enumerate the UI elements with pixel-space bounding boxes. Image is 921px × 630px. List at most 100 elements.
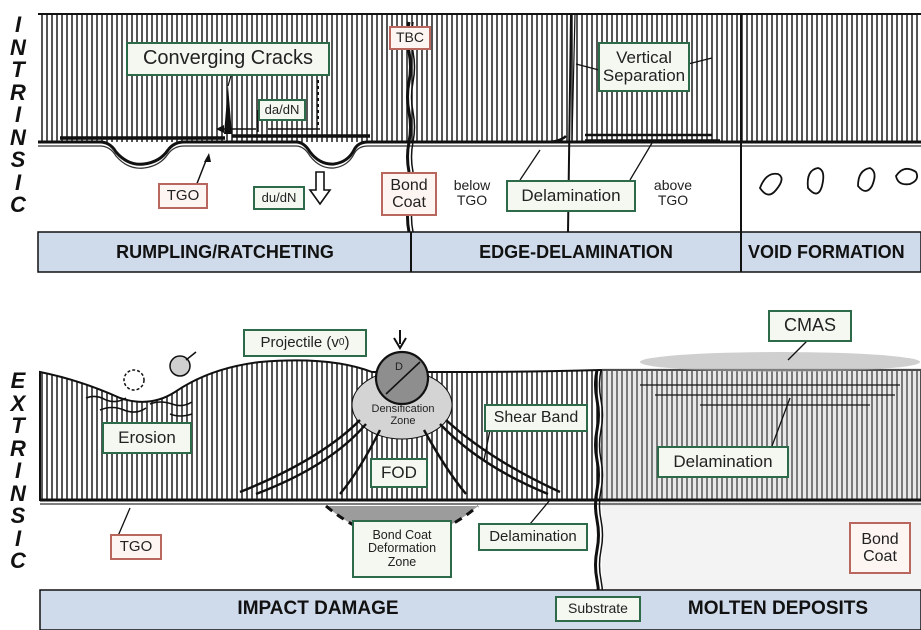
side-letter: X	[10, 390, 26, 416]
side-letter: C	[10, 192, 26, 217]
bond-coat-line2: Coat	[392, 194, 426, 211]
side-letter: I	[14, 525, 22, 551]
above-line1: above	[653, 177, 693, 193]
delam-pointer-r	[629, 142, 653, 181]
projectile-diameter	[385, 361, 421, 395]
rumpling-tgo-line	[38, 140, 921, 166]
shear-band-label: Shear Band	[484, 404, 588, 432]
cmas-ellipse	[640, 352, 920, 372]
bcd-line2: Deformation	[367, 541, 437, 556]
tgo-label-bottom: TGO	[110, 534, 162, 560]
densification-line1: Densification	[371, 403, 435, 415]
side-letter: I	[14, 102, 22, 127]
bcd-line3: Zone	[387, 554, 417, 569]
side-letter: S	[10, 503, 26, 528]
shear-band-pointer	[483, 429, 491, 461]
tgo-pointer-head	[204, 153, 211, 162]
edge-vertical-crack-2	[571, 13, 576, 141]
da-dn-label: da/dN	[258, 99, 306, 121]
bond-coat-line1: Bond	[390, 176, 428, 194]
bond-coat-label: Bond Coat	[381, 172, 437, 216]
top-tbc-columns	[38, 14, 921, 142]
bottom-divider	[594, 369, 600, 611]
densification-zone-label: Densification Zone	[358, 403, 448, 427]
side-letter: E	[10, 368, 26, 393]
du-dn-arrow	[308, 171, 332, 206]
bottom-band	[39, 589, 921, 630]
delamination-label-top: Delamination	[506, 180, 636, 212]
top-band	[37, 231, 921, 273]
delam-pointer-2	[529, 499, 551, 525]
top-divider-1b	[410, 21, 416, 263]
tgo-pointer	[195, 157, 208, 187]
eroded-particle-1	[123, 369, 145, 391]
side-letter: S	[10, 147, 26, 172]
side-letter: N	[10, 124, 26, 150]
vertical-sep-pointer-r	[687, 57, 713, 65]
below-line1: below	[453, 177, 491, 193]
above-line2: TGO	[657, 191, 689, 208]
projectile-paren: )	[344, 333, 350, 351]
projectile-arrow	[393, 330, 407, 350]
side-letter: R	[10, 79, 26, 105]
delam-pointer-3	[771, 397, 791, 447]
molten-band-label: MOLTEN DEPOSITS	[687, 598, 869, 619]
bond-coat-label-bottom: Bond Coat	[849, 522, 911, 574]
edge-band-label: EDGE-DELAMINATION	[479, 242, 673, 262]
rumpling-band-label: RUMPLING/RATCHETING	[116, 242, 334, 262]
bottom-divider-b	[598, 369, 604, 611]
tbc-label: TBC	[389, 26, 431, 50]
projectile-d-label: D	[395, 361, 403, 373]
erosion-arrow	[185, 351, 197, 361]
void-2	[806, 167, 825, 195]
delamination-label-impact: Delamination	[478, 523, 588, 551]
void-1	[758, 172, 783, 196]
projectile-subscript: 0	[338, 336, 345, 348]
edge-delam-left	[416, 135, 567, 144]
densification-line2: Zone	[390, 414, 416, 427]
side-letter: T	[11, 57, 25, 82]
substrate-label: Substrate	[555, 596, 641, 622]
cmas-label: CMAS	[768, 310, 852, 342]
bond-coat-deformation-label: Bond Coat Deformation Zone	[352, 520, 452, 578]
cmas-pointer	[787, 339, 809, 361]
vertical-line2: Separation	[602, 66, 686, 85]
bcd-line1: Bond Coat	[372, 527, 432, 542]
extrinsic-side-label: E X T R I N S I C	[6, 368, 30, 573]
side-letter: I	[14, 458, 22, 483]
side-letter: I	[14, 169, 22, 195]
side-letter: N	[10, 34, 26, 60]
vertical-line1: Vertical	[616, 47, 672, 67]
projectile-text: Projectile (v	[260, 333, 339, 351]
below-tgo-label: below TGO	[446, 178, 498, 207]
converging-cracks-label: Converging Cracks	[126, 42, 330, 76]
vertical-sep-pointer-l	[575, 63, 600, 71]
du-dn-label: du/dN	[253, 186, 305, 210]
da-dn-arrowhead-left	[216, 125, 224, 133]
rumpling-tgo-line-2	[38, 145, 921, 169]
bond-line2: Coat	[863, 548, 897, 565]
extrinsic-section	[39, 330, 921, 630]
side-letter: R	[10, 435, 26, 461]
side-letter: I	[14, 12, 22, 37]
void-3	[857, 167, 876, 192]
tgo-pointer-2	[117, 507, 131, 537]
side-letter: N	[10, 480, 26, 506]
intrinsic-side-label: I N T R I N S I C	[6, 12, 30, 217]
crack-tip-arrow	[224, 86, 232, 134]
above-tgo-label: above TGO	[646, 178, 700, 207]
bond-line1: Bond	[861, 530, 899, 548]
voids	[758, 167, 919, 196]
erosion-cracks	[85, 395, 193, 417]
void-4	[895, 167, 919, 186]
cmas-lines	[640, 384, 900, 406]
side-letter: C	[10, 548, 26, 573]
vertical-separation-label: Vertical Separation	[598, 42, 690, 92]
tgo-label-top: TGO	[158, 183, 208, 209]
shear-bands	[239, 419, 561, 496]
fod-label: FOD	[370, 458, 428, 488]
side-letter: T	[11, 413, 25, 438]
erosion-label: Erosion	[102, 422, 192, 454]
delam-pointer-l	[519, 149, 541, 181]
